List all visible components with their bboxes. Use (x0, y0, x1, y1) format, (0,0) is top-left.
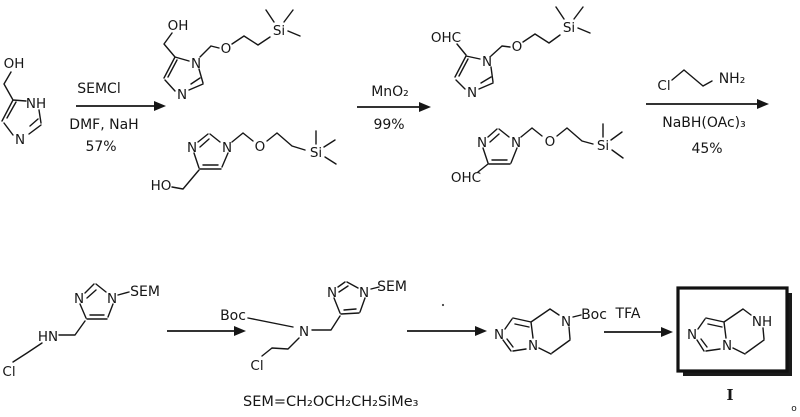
chlorine-label: Cl (2, 364, 15, 380)
ring-n3-label: N (327, 285, 337, 301)
hydroxyl-label: OH (168, 18, 189, 34)
silicon-label: Si (597, 138, 609, 154)
aldehyde-label: OHC (431, 30, 461, 46)
ring-n1-label: N (222, 140, 232, 156)
product-bonds (696, 308, 765, 355)
step1-yield: 57% (85, 139, 116, 155)
corner-mark: o (791, 404, 797, 414)
product-number-label: I (726, 386, 733, 404)
hydroxyl-ho-label: HO (151, 178, 172, 194)
step2-yield: 99% (373, 117, 404, 133)
ether-o-label: O (255, 139, 266, 155)
step2-reagent: MnO₂ (371, 84, 409, 100)
reaction-arrow-step4 (167, 326, 246, 336)
ring-nboc-label: N (561, 314, 571, 330)
hydroxyl-label: OH (4, 56, 25, 72)
ring-n1-label: N (359, 285, 369, 301)
silicon-label: Si (310, 145, 322, 161)
molecule-imidazole-methanol: OH NH N (1, 56, 46, 148)
chloroethylamine-bonds (671, 69, 713, 87)
ether-o-label: O (512, 39, 523, 55)
sem-group-label: SEM (377, 279, 407, 295)
step3-yield: 45% (691, 141, 722, 157)
molecule-d-bonds (12, 283, 130, 363)
silicon-label: Si (563, 20, 575, 36)
ring-n3-label: N (177, 87, 187, 103)
chlorine-label: Cl (657, 78, 670, 94)
boc-group-label: Boc (581, 307, 607, 323)
arrow-head (234, 326, 246, 336)
speck-artifact (441, 303, 445, 307)
arrow-head (419, 102, 431, 112)
molecule-e-bonds (247, 281, 380, 357)
ring-fused-n-label: N (528, 338, 538, 354)
amine-hn-label: HN (38, 329, 58, 345)
molecule-sem-imidazole-5-methanol: OH N N O Si (163, 9, 301, 103)
ring-n3-label: N (477, 135, 487, 151)
ring-n3-label: N (187, 140, 197, 156)
ring-fused-n-label: N (722, 338, 732, 354)
ring-n-label: N (15, 132, 25, 148)
reaction-arrow-step3: Cl NH₂ NaBH(OAc)₃ 45% (646, 69, 769, 157)
molecule-chloroethylamine-sem-imidazole: N N SEM HN Cl (2, 283, 160, 380)
molecule-sem-imidazole-5-carbaldehyde: OHC N N O Si (431, 6, 591, 101)
step1-conditions: DMF, NaH (69, 117, 138, 133)
reaction-arrow-step5 (407, 303, 487, 336)
molecule-sem-imidazole-4-methanol: HO N N O Si (151, 130, 337, 194)
molecule-b-top-bonds (163, 9, 301, 92)
product-box: N N NH (676, 286, 792, 376)
arrow-head (757, 99, 769, 109)
molecule-boc-imidazopyrazine: N N N Boc (494, 307, 607, 355)
amine-n-label: N (299, 324, 309, 340)
product-box-frame (676, 286, 789, 373)
arrow-head (154, 101, 166, 111)
molecule-sem-imidazole-4-carbaldehyde: OHC N N O Si (451, 123, 624, 186)
ring-nh-label: NH (26, 96, 46, 112)
molecule-b-bottom-bonds (171, 130, 337, 190)
chlorine-label: Cl (250, 358, 263, 374)
step6-reagent: TFA (615, 306, 641, 322)
ring-n1-label: N (107, 291, 117, 307)
ring-n3-label: N (467, 85, 477, 101)
arrow-head (661, 327, 673, 337)
molecule-c-top-bonds (454, 6, 591, 90)
ether-o-label: O (221, 41, 232, 57)
ring-n-label: N (687, 327, 697, 343)
reaction-arrow-step1: SEMCl DMF, NaH 57% (69, 81, 166, 155)
boc-group-label: Boc (220, 308, 246, 324)
amine-label: NH₂ (719, 71, 746, 87)
step1-reagent: SEMCl (77, 81, 120, 97)
ring-nh-label: NH (752, 314, 772, 330)
step3-conditions: NaBH(OAc)₃ (662, 115, 746, 131)
molecule-boc-chloroethylamine-sem-imidazole: Boc N N N SEM Cl (220, 279, 407, 374)
molecule-a-bonds (1, 71, 42, 136)
molecule-f-bonds (502, 308, 582, 355)
molecule-c-bottom-bonds (477, 123, 624, 173)
ring-n-label: N (494, 327, 504, 343)
ring-n1-label: N (191, 56, 201, 72)
reaction-arrow-step6: TFA (604, 306, 673, 337)
ether-o-label: O (545, 134, 556, 150)
ring-n1-label: N (482, 54, 492, 70)
silicon-label: Si (273, 23, 285, 39)
sem-group-label: SEM (130, 284, 160, 300)
reaction-arrow-step2: MnO₂ 99% (357, 84, 431, 133)
sem-definition-footnote: SEM=CH₂OCH₂CH₂SiMe₃ (243, 394, 419, 410)
arrow-head (475, 326, 487, 336)
ring-n3-label: N (74, 291, 84, 307)
aldehyde-label: OHC (451, 170, 481, 186)
ring-n1-label: N (511, 135, 521, 151)
